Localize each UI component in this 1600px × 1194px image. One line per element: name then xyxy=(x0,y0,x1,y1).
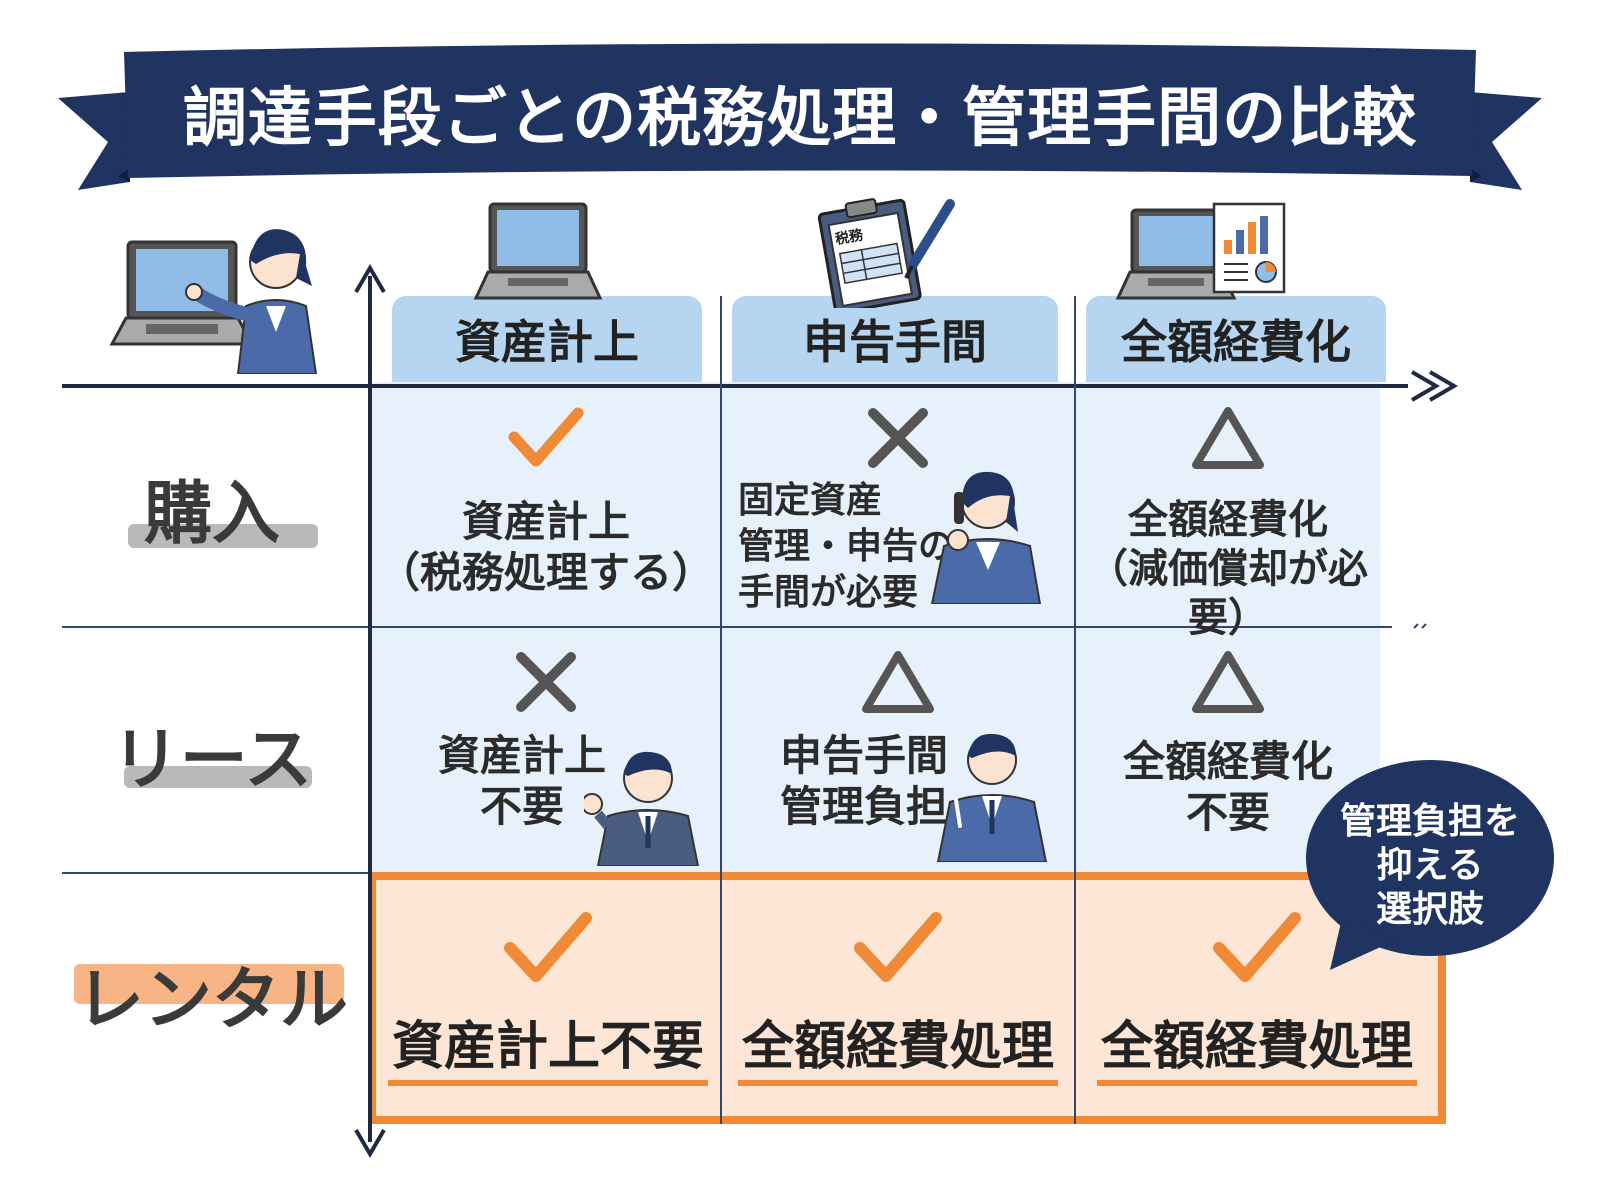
cell-rental-asset: 資産計上不要 xyxy=(376,908,720,1086)
presenter-illustration xyxy=(109,229,318,374)
man-pointing-illustration xyxy=(936,733,1048,862)
cell-text: 全額経費化 （減価償却が必要） xyxy=(1088,497,1368,641)
row-label-rental: レンタル xyxy=(75,961,348,1040)
callout-bubble xyxy=(1306,760,1554,970)
triangle-icon xyxy=(1190,398,1266,478)
presenter-person xyxy=(185,229,318,374)
row-label-purchase: 購入 xyxy=(143,475,280,554)
label-highlight xyxy=(124,766,312,788)
check-icon xyxy=(1211,908,1303,988)
title-banner xyxy=(58,43,1542,190)
phone-worker-illustration xyxy=(930,471,1042,604)
chart-document xyxy=(1212,202,1286,294)
laptop-icon xyxy=(1115,208,1237,300)
cell-lease-filing xyxy=(722,642,1074,722)
column-header-asset: 資産計上 xyxy=(392,296,702,382)
check-icon xyxy=(506,398,586,478)
cell-lease-expense: 全額経費化 不要 xyxy=(1076,642,1380,838)
cell-text: 全額経費処理 xyxy=(1096,1017,1417,1086)
banner-body xyxy=(124,43,1476,178)
cross-icon xyxy=(511,642,581,722)
triangle-icon xyxy=(860,642,936,722)
pen-icon xyxy=(904,199,955,279)
cell-text: 全額経費化 不要 xyxy=(1122,737,1333,838)
cross-icon xyxy=(863,398,933,478)
cell-purchase-asset: 資産計上 （税務処理する） xyxy=(372,398,720,598)
header-axis-line xyxy=(62,384,1408,388)
triangle-icon xyxy=(1190,642,1266,722)
clipboard-icon: 税務 xyxy=(817,198,955,308)
cell-text: 申告手間 管理負担 xyxy=(779,731,948,832)
label-highlight xyxy=(74,964,344,1004)
laptop-icon xyxy=(473,202,603,300)
man-waving-illustration xyxy=(584,751,700,866)
column-divider xyxy=(1074,296,1076,1124)
cell-purchase-expense: 全額経費化 （減価償却が必要） xyxy=(1076,398,1380,642)
arrow-up-icon xyxy=(354,264,386,294)
chevron-right-icon xyxy=(1410,370,1440,402)
laptop-icon xyxy=(109,240,255,346)
cell-rental-filing: 全額経費処理 xyxy=(722,908,1074,1086)
column-divider xyxy=(720,296,722,1124)
check-icon xyxy=(852,908,944,988)
row-divider xyxy=(62,872,372,874)
column-header-filing: 申告手間 xyxy=(732,296,1058,382)
row-divider xyxy=(62,626,1392,628)
banner-tail-right xyxy=(1470,92,1542,190)
cell-text: 資産計上 不要 xyxy=(437,731,606,832)
label-highlight xyxy=(128,524,318,548)
arrow-down-icon xyxy=(354,1128,386,1158)
row-label-lease: リース xyxy=(111,721,313,800)
banner-tail-left xyxy=(58,92,130,190)
clipboard-label: 税務 xyxy=(834,226,866,248)
chevron-right-icon xyxy=(1428,370,1458,402)
check-icon xyxy=(502,908,594,988)
callout-text: 管理負担を 抑える 選択肢 xyxy=(1339,801,1520,930)
cell-lease-asset xyxy=(372,642,720,722)
cell-text: 固定資産 管理・申告の 手間が必要 xyxy=(738,480,955,614)
column-header-expense: 全額経費化 xyxy=(1086,296,1386,382)
cell-text: 資産計上 （税務処理する） xyxy=(377,497,714,598)
cell-purchase-filing xyxy=(722,398,1074,478)
page-title: 調達手段ごとの税務処理・管理手間の比較 xyxy=(182,82,1418,156)
report-icon xyxy=(1115,202,1286,300)
vertical-axis-line xyxy=(368,276,372,1142)
cell-text: 全額経費処理 xyxy=(737,1017,1058,1086)
cell-text: 資産計上不要 xyxy=(387,1017,708,1086)
cell-rental-expense: 全額経費処理 xyxy=(1076,908,1438,1086)
